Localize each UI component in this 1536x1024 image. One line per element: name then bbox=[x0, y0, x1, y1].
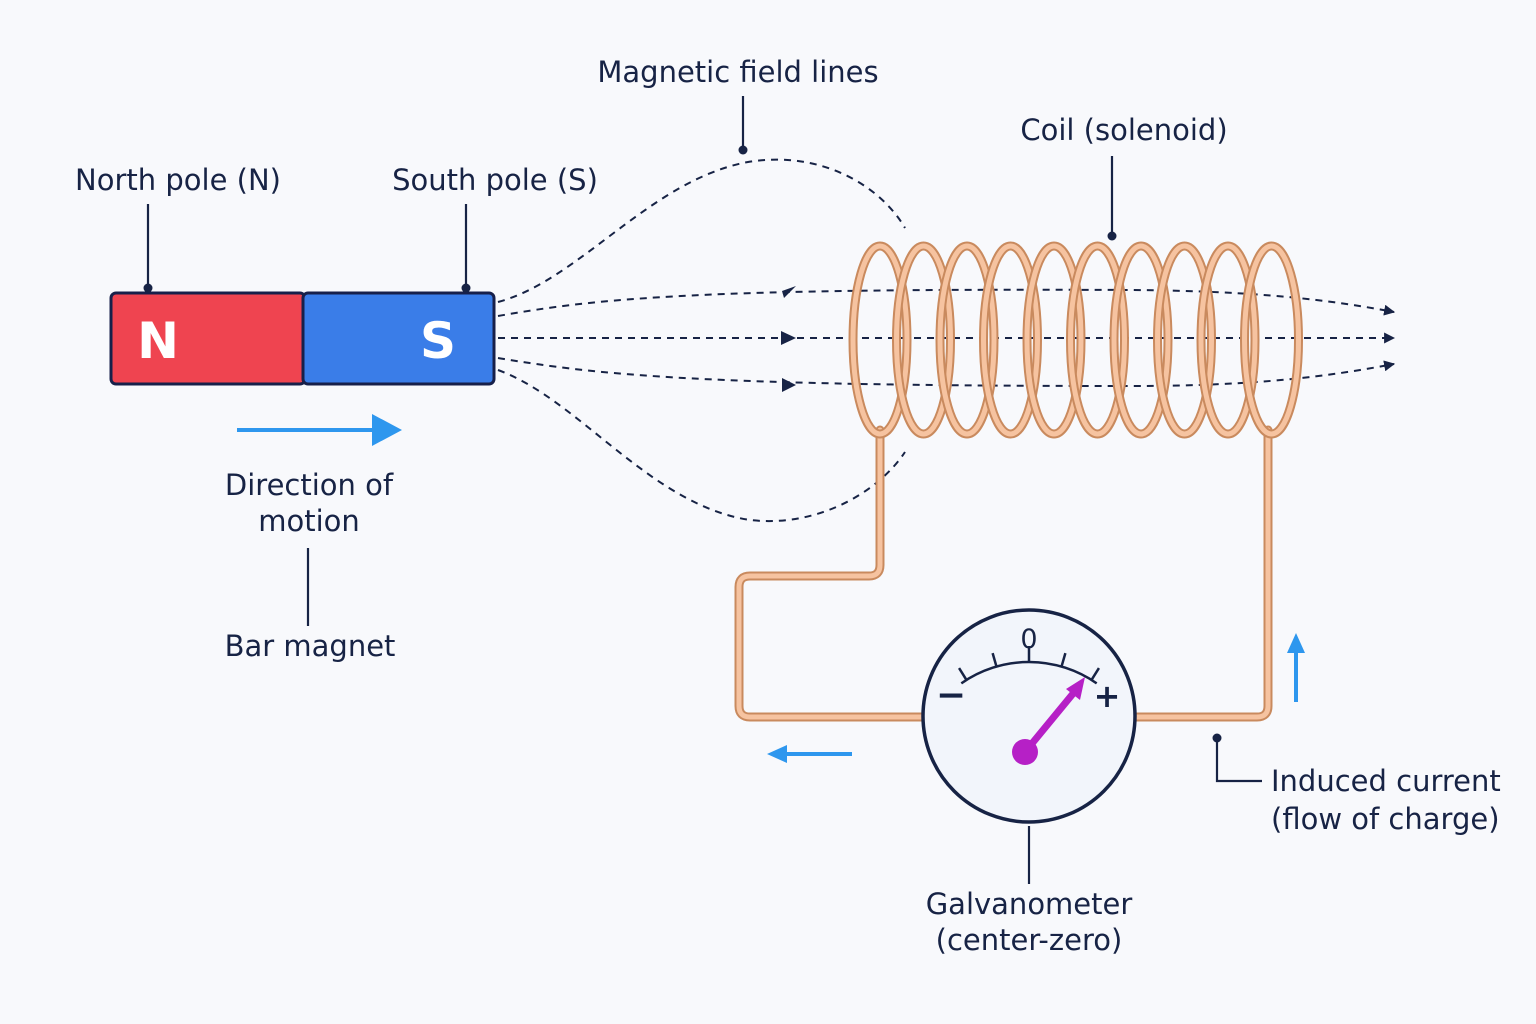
field-lines-label: Magnetic field lines bbox=[597, 55, 878, 89]
south-pole-block bbox=[301, 291, 496, 386]
coil-loop bbox=[892, 241, 955, 439]
coil-label: Coil (solenoid) bbox=[1020, 113, 1227, 147]
galvanometer-tick bbox=[957, 667, 968, 681]
field-arrowhead-lower bbox=[782, 378, 796, 392]
galvanometer-scale bbox=[957, 646, 1101, 685]
field-line-outer-bottom bbox=[497, 369, 906, 523]
current-arrow-left bbox=[767, 745, 852, 763]
coil-solenoid bbox=[848, 241, 1303, 439]
galvanometer-tick bbox=[1090, 667, 1101, 681]
coil-leader-dot bbox=[1107, 231, 1117, 241]
galvanometer-plus-label: + bbox=[1094, 677, 1121, 715]
coil-loop bbox=[1109, 241, 1173, 439]
galvanometer: 0 − + bbox=[921, 608, 1137, 824]
coil-loop bbox=[1022, 241, 1086, 439]
current-arrow-up bbox=[1287, 633, 1305, 702]
induced-current-leader bbox=[1215, 740, 1262, 783]
direction-of-motion-label-line2: motion bbox=[258, 504, 360, 538]
field-arrowhead-upper bbox=[782, 286, 796, 298]
north-pole-letter: N bbox=[137, 312, 179, 370]
induced-current-leader-dot bbox=[1212, 733, 1222, 743]
galvanometer-zero-label: 0 bbox=[1020, 624, 1037, 655]
bar-magnet-label: Bar magnet bbox=[225, 629, 396, 663]
south-pole-letter: S bbox=[420, 312, 456, 370]
north-pole-label: North pole (N) bbox=[75, 163, 281, 197]
coil-loop bbox=[848, 241, 912, 439]
galvanometer-face bbox=[921, 608, 1137, 824]
coil-loop bbox=[1240, 241, 1303, 439]
galvanometer-scale-arc bbox=[960, 660, 1098, 685]
coil-loop bbox=[1196, 241, 1260, 439]
galvanometer-label-line2: (center-zero) bbox=[936, 923, 1123, 957]
south-pole-label: South pole (S) bbox=[392, 163, 598, 197]
coil-loop bbox=[979, 241, 1042, 439]
induced-current-label-line1: Induced current bbox=[1271, 764, 1501, 798]
north-pole-leader-dot bbox=[143, 283, 153, 293]
galvanometer-tick bbox=[991, 652, 998, 667]
south-pole-leader-dot bbox=[461, 283, 471, 293]
direction-of-motion-label-line1: Direction of bbox=[225, 468, 394, 502]
motion-arrow bbox=[237, 414, 402, 446]
galvanometer-tick bbox=[1060, 652, 1067, 667]
galvanometer-needle-tip bbox=[1066, 677, 1085, 700]
coil-loop bbox=[1066, 241, 1129, 439]
field-lines-leader-dot bbox=[738, 145, 748, 155]
field-arrowhead-center bbox=[781, 331, 796, 345]
induced-current-label-line2: (flow of charge) bbox=[1271, 802, 1500, 836]
bar-magnet: N S bbox=[109, 291, 496, 386]
galvanometer-minus-label: − bbox=[936, 675, 966, 716]
galvanometer-label-line1: Galvanometer bbox=[926, 887, 1133, 921]
galvanometer-needle bbox=[1021, 686, 1080, 756]
coil-loop bbox=[935, 241, 999, 439]
circuit-wire bbox=[734, 425, 1273, 722]
galvanometer-pivot bbox=[1012, 739, 1038, 765]
coil-loop bbox=[1153, 241, 1216, 439]
